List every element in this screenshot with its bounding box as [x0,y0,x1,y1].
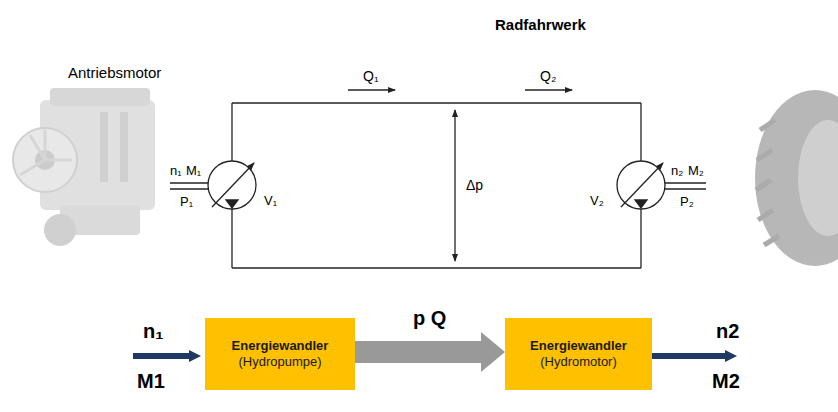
input-arrow [133,353,192,359]
flow-label: Q₂ [540,68,556,84]
power-label: P₁ [180,195,193,210]
converter-box: Energiewandler(Hydromotor) [505,318,652,390]
output-arrow [652,353,728,359]
title: Radfahrwerk [495,16,586,33]
volume-label: V₂ [590,194,604,209]
box-text: (Hydropumpe) [238,354,321,370]
torque-label: M₂ [688,164,704,179]
torque-label: M₁ [186,164,201,179]
converter-box: Energiewandler(Hydropumpe) [205,318,355,390]
edge-label: p Q [413,307,446,330]
hydraulic-circuit [170,90,706,268]
speed-label: n₂ [671,164,683,179]
flow-label: Q₁ [363,68,379,84]
speed-label: n2 [716,320,739,343]
torque-label: M1 [137,370,165,393]
part-name: Antriebsmotor [68,64,161,81]
box-heading: Energiewandler [232,338,329,354]
speed-label: n₁ [143,320,164,343]
power-label: P₂ [680,195,694,210]
box-heading: Energiewandler [530,338,627,354]
tyre-picture [755,90,838,266]
engine-picture [13,88,155,246]
torque-label: M2 [712,370,740,393]
volume-label: V₁ [264,194,277,209]
speed-label: n₁ [170,164,182,179]
pressure-label: Δp [466,177,483,193]
box-text: (Hydromotor) [540,354,617,370]
flow-arrow [355,332,505,372]
